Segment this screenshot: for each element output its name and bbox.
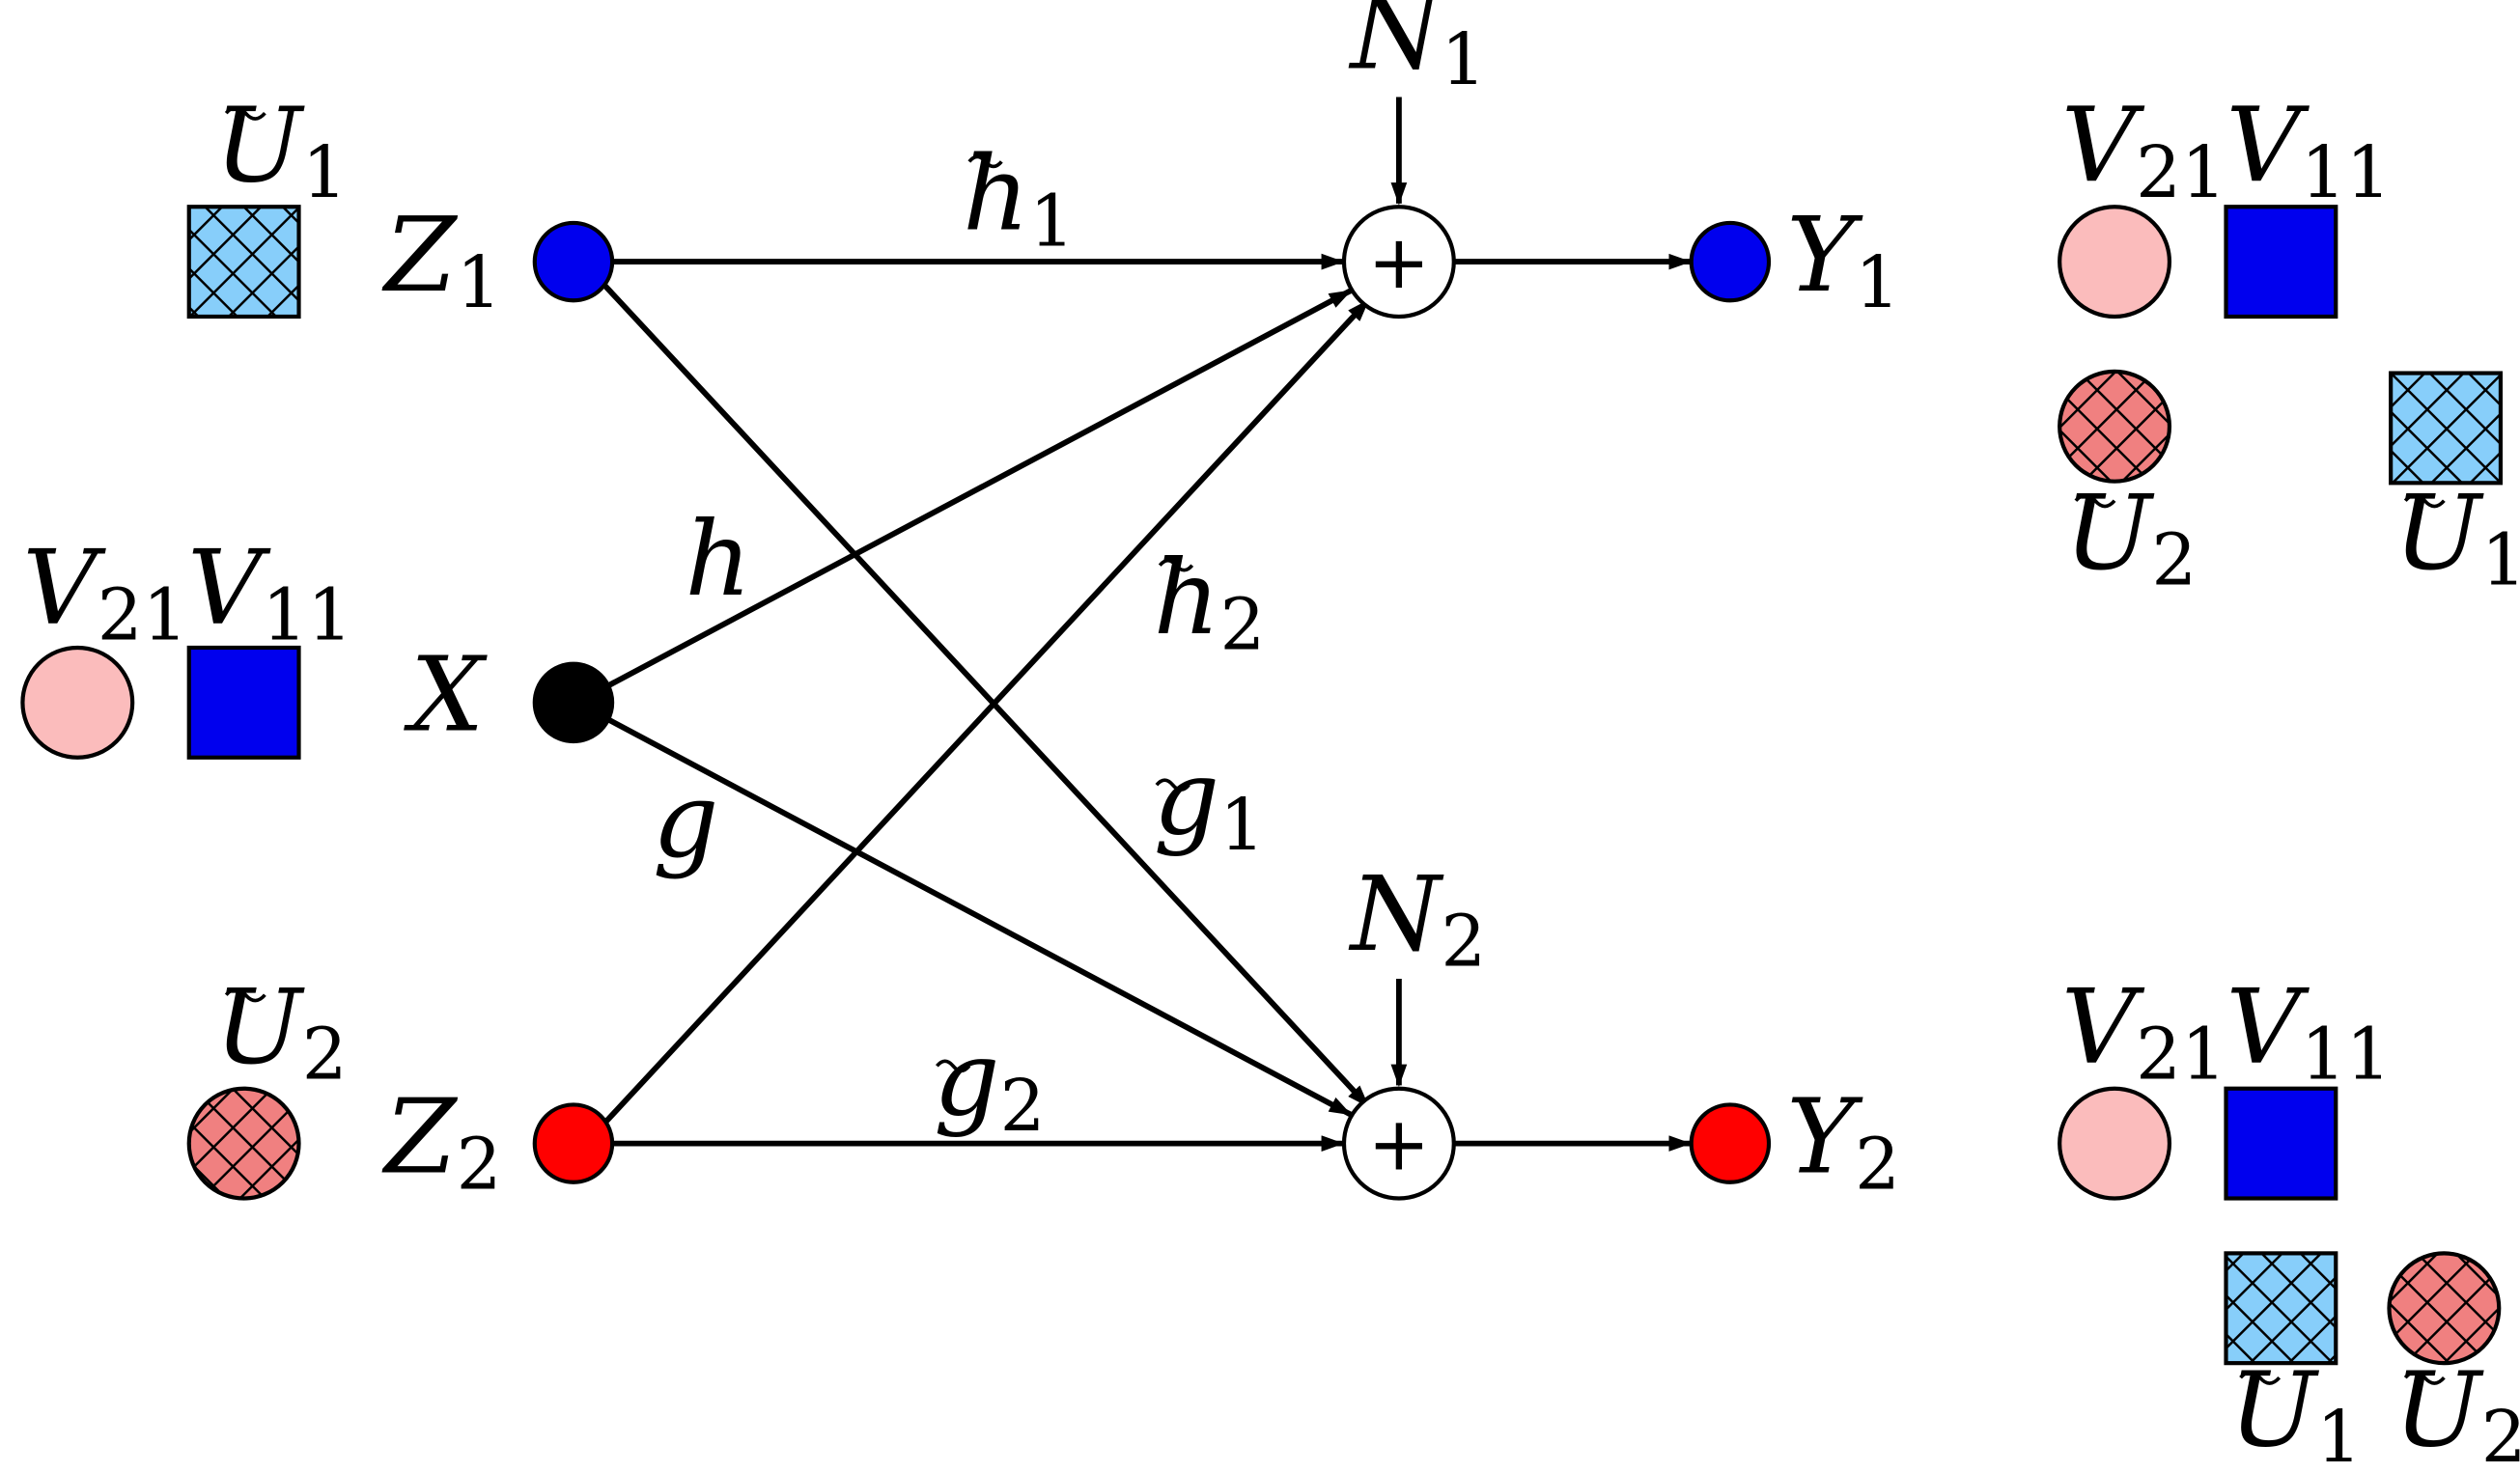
svg-text:U2: U2 <box>2394 1350 2520 1473</box>
symbol-v21-circle <box>2058 205 2172 320</box>
label-n1: N1 <box>1348 0 1487 101</box>
node-z1 <box>532 220 615 303</box>
symbol-u2-tilde-circle <box>2058 369 2172 484</box>
svg-text:U1: U1 <box>2229 1350 2362 1473</box>
label-v11: V11 <box>187 529 352 657</box>
svg-text:h2: h2 <box>1154 539 1266 667</box>
label-u2-tilde: U2 <box>2064 474 2197 602</box>
edge-z2-adder1 <box>595 298 1371 1133</box>
node-y2 <box>1689 1102 1772 1184</box>
adder-2-plus: + <box>1368 1101 1430 1187</box>
legend-x: V21 V11 <box>20 529 352 760</box>
edge-label-h2-tilde: h2 <box>1154 539 1266 667</box>
symbol-v11-square <box>186 645 301 760</box>
label-v21: V21 <box>22 529 187 657</box>
edge-label-h: h <box>685 500 751 620</box>
edge-label-g: g <box>653 762 719 881</box>
label-z2: Z2 <box>381 1078 501 1207</box>
label-x: X <box>404 635 488 755</box>
symbol-u2-tilde-circle <box>2387 1251 2502 1366</box>
label-v21: V21 <box>2061 86 2226 214</box>
svg-text:g1: g1 <box>1154 738 1265 867</box>
adder-1-plus: + <box>1368 220 1430 306</box>
symbol-v11-square <box>2224 205 2338 320</box>
edge-x-adder2 <box>596 710 1353 1118</box>
svg-text:U2: U2 <box>2064 474 2197 602</box>
label-v11: V11 <box>2226 86 2392 214</box>
adder-1: + <box>1341 205 1456 320</box>
symbol-v21-circle <box>20 645 135 760</box>
edge-label-g1-tilde: g1 <box>1154 738 1265 867</box>
label-u2-tilde: U2 <box>215 968 348 1097</box>
symbol-v21-circle <box>2058 1086 2172 1201</box>
node-z2 <box>532 1102 615 1184</box>
node-y1 <box>1689 220 1772 303</box>
label-u2-tilde: U2 <box>2394 1350 2520 1473</box>
node-x <box>532 661 615 744</box>
label-z1: Z1 <box>381 196 501 324</box>
svg-text:U1: U1 <box>2394 474 2520 602</box>
svg-text:U2: U2 <box>215 968 348 1097</box>
legend-z1: U1 <box>186 86 348 320</box>
symbol-u1-tilde-square <box>2389 371 2504 486</box>
label-y1: Y1 <box>1786 196 1900 324</box>
edge-x-adder1 <box>596 288 1353 694</box>
legend-y2: V21 V11 U1 U2 <box>2058 968 2520 1473</box>
label-u1-tilde: U1 <box>215 86 348 214</box>
edge-z1-adder2 <box>595 275 1371 1109</box>
label-n2: N2 <box>1348 855 1487 984</box>
edge-label-g2-tilde: g2 <box>934 1020 1045 1149</box>
label-y2: Y2 <box>1786 1078 1900 1207</box>
label-v21: V21 <box>2061 968 2226 1097</box>
svg-text:U1: U1 <box>215 86 348 214</box>
edge-label-h1-tilde: h1 <box>963 135 1075 264</box>
legend-z2: U2 <box>186 968 348 1201</box>
symbol-v11-square <box>2224 1086 2338 1201</box>
svg-text:h1: h1 <box>963 135 1075 264</box>
legend-y1: V21 V11 U2 U1 <box>2058 86 2520 602</box>
label-u1-tilde: U1 <box>2229 1350 2362 1473</box>
label-v11: V11 <box>2226 968 2392 1097</box>
adder-2: + <box>1341 1086 1456 1201</box>
symbol-u2-tilde-circle <box>186 1086 301 1201</box>
label-u1-tilde: U1 <box>2394 474 2520 602</box>
edges <box>573 97 1692 1152</box>
svg-text:g2: g2 <box>934 1020 1045 1149</box>
symbol-u1-tilde-square <box>186 205 301 320</box>
symbol-u1-tilde-square <box>2224 1251 2338 1366</box>
